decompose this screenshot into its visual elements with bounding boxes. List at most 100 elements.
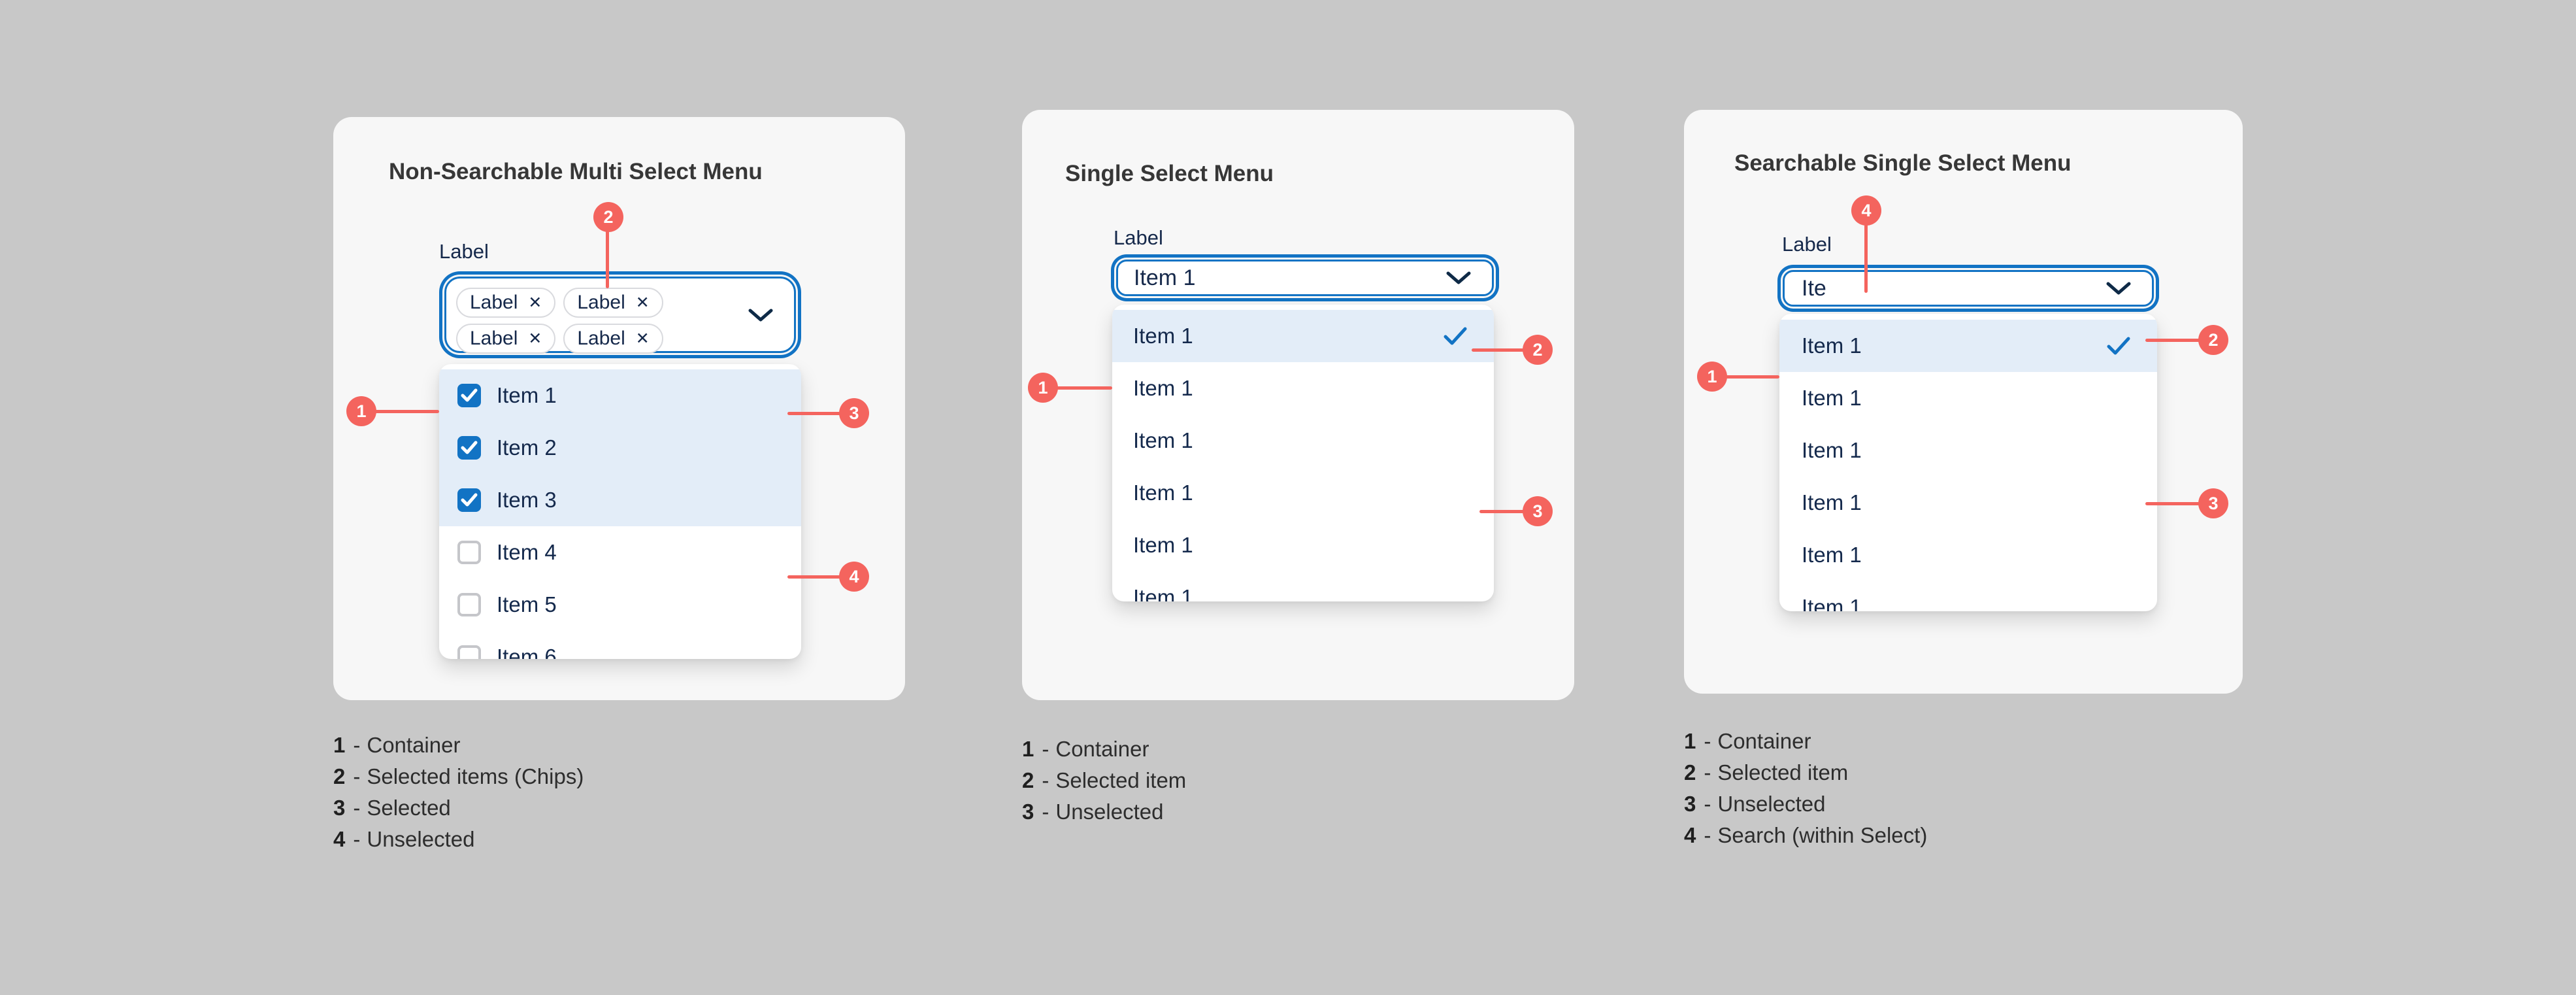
option-item[interactable]: Item 1	[1779, 424, 2157, 477]
check-icon	[2106, 336, 2131, 356]
chip[interactable]: Label ✕	[456, 288, 556, 318]
callout-badge-4: 4	[1851, 195, 1881, 226]
option-label: Item 1	[1133, 533, 1193, 557]
field-label: Label	[439, 240, 489, 263]
callout-line	[2145, 339, 2201, 342]
close-icon[interactable]: ✕	[635, 329, 650, 348]
checkbox-checked[interactable]	[457, 436, 481, 460]
select-search-container[interactable]: Ite	[1783, 270, 2154, 307]
card-title: Single Select Menu	[1065, 161, 1274, 186]
dropdown-panel: Item 1 Item 1 Item 1 Item 1 Item 1 Item …	[1779, 314, 2157, 611]
callout-line	[787, 575, 843, 579]
search-input[interactable]: Ite	[1802, 275, 1826, 301]
legend: 1-Container 2-Selected items (Chips) 3-S…	[333, 730, 584, 855]
close-icon[interactable]: ✕	[528, 329, 542, 348]
legend-item: 2-Selected items (Chips)	[333, 764, 584, 788]
option-label: Item 2	[497, 435, 557, 460]
option-label: Item 1	[1802, 386, 1862, 410]
legend-item: 4-Search (within Select)	[1684, 823, 1928, 847]
checkbox-checked[interactable]	[457, 488, 481, 512]
legend-item: 2-Selected item	[1022, 768, 1187, 792]
option-item[interactable]: Item 1	[1112, 310, 1494, 362]
chevron-down-icon	[748, 308, 773, 322]
checkmark-icon	[461, 441, 478, 454]
callout-badge-1: 1	[1028, 373, 1058, 403]
multi-select-input[interactable]: Label ✕ Label ✕ Label ✕ Label ✕	[444, 277, 796, 354]
checkbox-unchecked[interactable]	[457, 593, 481, 616]
checkbox-checked[interactable]	[457, 384, 481, 407]
legend-item: 4-Unselected	[333, 827, 475, 851]
close-icon[interactable]: ✕	[528, 293, 542, 312]
legend-item: 2-Selected item	[1684, 760, 1849, 784]
checkbox-unchecked[interactable]	[457, 541, 481, 564]
option-label: Item 1	[1133, 324, 1193, 348]
option-item[interactable]: Item 1	[1779, 529, 2157, 581]
field-label: Label	[1782, 233, 1832, 256]
dropdown-panel: Item 1 Item 1 Item 1 Item 1 Item 1 Item …	[1112, 305, 1494, 601]
legend-item: 3-Unselected	[1022, 800, 1164, 824]
check-icon	[1443, 326, 1468, 346]
option-item[interactable]: Item 1	[1112, 414, 1494, 467]
option-label: Item 1	[497, 383, 557, 407]
chip[interactable]: Label ✕	[456, 324, 556, 354]
checkbox-unchecked[interactable]	[457, 645, 481, 659]
chevron-down-icon	[2106, 281, 2131, 295]
card-multi-select: Non-Searchable Multi Select Menu 2 Label…	[333, 117, 905, 700]
close-icon[interactable]: ✕	[635, 293, 650, 312]
option-label: Item 5	[497, 592, 557, 616]
option-item[interactable]: Item 1	[1779, 477, 2157, 529]
option-label: Item 1	[1133, 428, 1193, 452]
option-item[interactable]: Item 2	[439, 422, 801, 474]
option-item[interactable]: Item 3	[439, 474, 801, 526]
option-label: Item 1	[1802, 438, 1862, 462]
chip-label: Label	[577, 328, 625, 349]
option-item[interactable]: Item 1	[1779, 581, 2157, 611]
legend: 1-Container 2-Selected item 3-Unselected	[1022, 734, 1186, 828]
checkmark-icon	[461, 493, 478, 507]
legend-item: 3-Selected	[333, 796, 451, 820]
option-label: Item 1	[1802, 490, 1862, 514]
callout-line	[1472, 348, 1525, 352]
callout-badge-2: 2	[2198, 325, 2228, 355]
option-item[interactable]: Item 1	[1112, 571, 1494, 601]
callout-line	[1044, 386, 1112, 390]
option-label: Item 4	[497, 540, 557, 564]
option-label: Item 1	[1802, 333, 1862, 358]
callout-line	[1479, 510, 1525, 513]
option-item[interactable]: Item 1	[1112, 467, 1494, 519]
callout-badge-3: 3	[839, 398, 869, 428]
chip[interactable]: Label ✕	[563, 324, 663, 354]
option-item[interactable]: Item 5	[439, 579, 801, 631]
legend-item: 1-Container	[333, 733, 461, 757]
option-item[interactable]: Item 1	[1779, 372, 2157, 424]
select-input[interactable]: Item 1	[1116, 260, 1494, 296]
card-searchable-select: Searchable Single Select Menu 4 Label It…	[1684, 110, 2243, 694]
callout-line	[787, 412, 843, 415]
legend-item: 1-Container	[1684, 729, 1811, 753]
callout-badge-3: 3	[2198, 488, 2228, 518]
option-item[interactable]: Item 6	[439, 631, 801, 659]
callout-line	[1713, 375, 1779, 379]
option-label: Item 1	[1802, 543, 1862, 567]
option-item[interactable]: Item 1	[1779, 320, 2157, 372]
chip-label: Label	[470, 292, 518, 313]
legend: 1-Container 2-Selected item 3-Unselected…	[1684, 726, 1927, 851]
chevron-down-icon	[1446, 271, 1471, 285]
option-item[interactable]: Item 1	[1112, 362, 1494, 414]
chip[interactable]: Label ✕	[563, 288, 663, 318]
callout-badge-2: 2	[593, 202, 623, 232]
callout-line	[606, 229, 609, 288]
callout-badge-4: 4	[839, 562, 869, 592]
card-title: Searchable Single Select Menu	[1734, 150, 2072, 176]
select-value: Item 1	[1134, 265, 1196, 290]
option-label: Item 1	[1133, 481, 1193, 505]
option-label: Item 3	[497, 488, 557, 512]
card-title: Non-Searchable Multi Select Menu	[389, 159, 763, 184]
callout-badge-1: 1	[346, 396, 376, 426]
callout-badge-2: 2	[1523, 335, 1553, 365]
option-item[interactable]: Item 1	[439, 369, 801, 422]
chip-label: Label	[470, 328, 518, 349]
option-item[interactable]: Item 1	[1112, 519, 1494, 571]
legend-item: 1-Container	[1022, 737, 1149, 761]
option-item[interactable]: Item 4	[439, 526, 801, 579]
